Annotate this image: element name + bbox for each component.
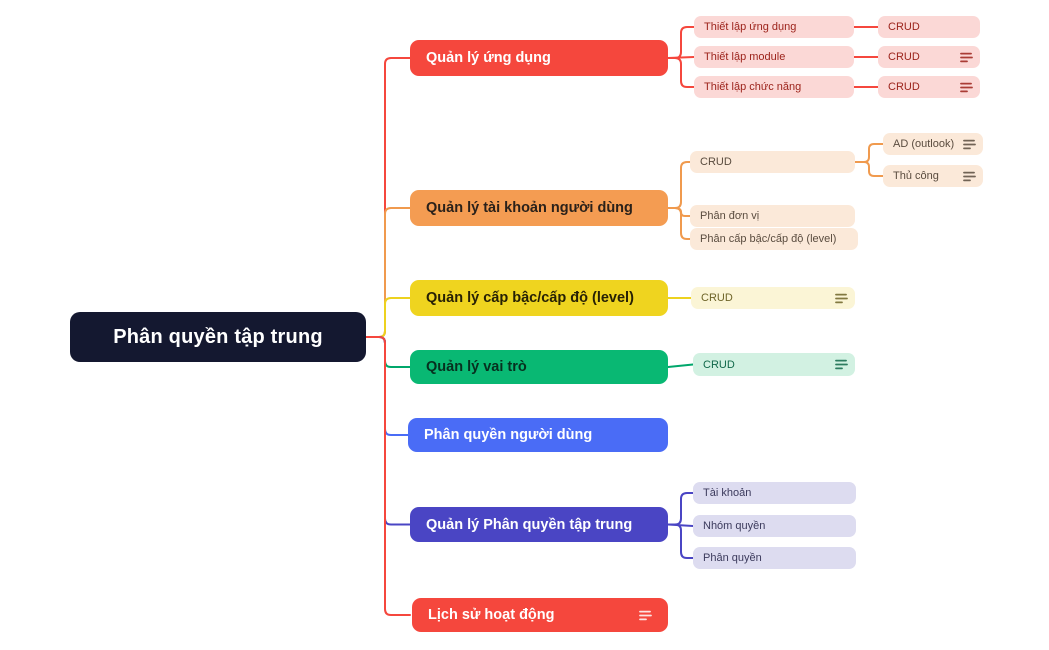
- subtopic[interactable]: Thiết lập chức năng: [694, 76, 854, 98]
- notes-icon: [835, 359, 848, 370]
- subtopic-label: CRUD: [700, 156, 732, 168]
- subtopic[interactable]: Thủ công: [883, 165, 983, 187]
- notes-icon: [963, 139, 976, 150]
- subtopic-label: Phân cấp bậc/cấp độ (level): [700, 233, 837, 245]
- subtopic[interactable]: Phân đơn vị: [690, 205, 855, 227]
- branch-topic[interactable]: Quản lý cấp bậc/cấp độ (level): [410, 280, 668, 316]
- subtopic[interactable]: CRUD: [878, 16, 980, 38]
- notes-icon: [835, 293, 848, 304]
- subtopic[interactable]: CRUD: [693, 353, 855, 376]
- subtopic-label: Phân quyền: [703, 552, 762, 564]
- branch-topic-label: Quản lý cấp bậc/cấp độ (level): [426, 290, 634, 306]
- subtopic[interactable]: CRUD: [691, 287, 855, 309]
- branch-topic[interactable]: Phân quyền người dùng: [408, 418, 668, 452]
- subtopic-label: Phân đơn vị: [700, 210, 760, 222]
- subtopic-label: CRUD: [888, 51, 920, 63]
- subtopic-label: Thủ công: [893, 170, 939, 182]
- branch-topic[interactable]: Quản lý ứng dụng: [410, 40, 668, 76]
- subtopic[interactable]: Phân quyền: [693, 547, 856, 569]
- notes-icon: [639, 610, 652, 621]
- branch-topic-label: Quản lý tài khoản người dùng: [426, 200, 633, 216]
- branch-topic[interactable]: Quản lý vai trò: [410, 350, 668, 384]
- subtopic-label: Thiết lập ứng dụng: [704, 21, 797, 33]
- subtopic-label: Tài khoản: [703, 487, 752, 499]
- root-topic[interactable]: Phân quyền tập trung: [70, 312, 366, 362]
- branch-topic[interactable]: Lịch sử hoạt động: [412, 598, 668, 632]
- branch-topic-label: Quản lý ứng dụng: [426, 50, 551, 66]
- branch-topic-label: Phân quyền người dùng: [424, 427, 593, 443]
- subtopic-label: CRUD: [703, 358, 735, 371]
- subtopic[interactable]: Nhóm quyền: [693, 515, 856, 537]
- root-topic-label: Phân quyền tập trung: [113, 325, 323, 348]
- subtopic[interactable]: Phân cấp bậc/cấp độ (level): [690, 228, 858, 250]
- subtopic-label: Nhóm quyền: [703, 520, 766, 532]
- subtopic-label: CRUD: [888, 81, 920, 93]
- branch-topic[interactable]: Quản lý Phân quyền tập trung: [410, 507, 668, 542]
- notes-icon: [960, 82, 973, 93]
- subtopic[interactable]: CRUD: [878, 46, 980, 68]
- subtopic[interactable]: CRUD: [690, 151, 855, 173]
- subtopic-label: CRUD: [888, 21, 920, 33]
- notes-icon: [960, 52, 973, 63]
- subtopic[interactable]: AD (outlook): [883, 133, 983, 155]
- subtopic[interactable]: Tài khoản: [693, 482, 856, 504]
- branch-topic-label: Quản lý Phân quyền tập trung: [426, 516, 633, 533]
- branch-topic-label: Lịch sử hoạt động: [428, 607, 555, 623]
- subtopic[interactable]: CRUD: [878, 76, 980, 98]
- subtopic-label: AD (outlook): [893, 138, 955, 150]
- subtopic[interactable]: Thiết lập module: [694, 46, 854, 68]
- subtopic[interactable]: Thiết lập ứng dụng: [694, 16, 854, 38]
- branch-topic[interactable]: Quản lý tài khoản người dùng: [410, 190, 668, 226]
- notes-icon: [963, 171, 976, 182]
- subtopic-label: Thiết lập chức năng: [704, 81, 802, 93]
- branch-topic-label: Quản lý vai trò: [426, 359, 527, 375]
- subtopic-label: CRUD: [701, 292, 733, 304]
- subtopic-label: Thiết lập module: [704, 51, 786, 63]
